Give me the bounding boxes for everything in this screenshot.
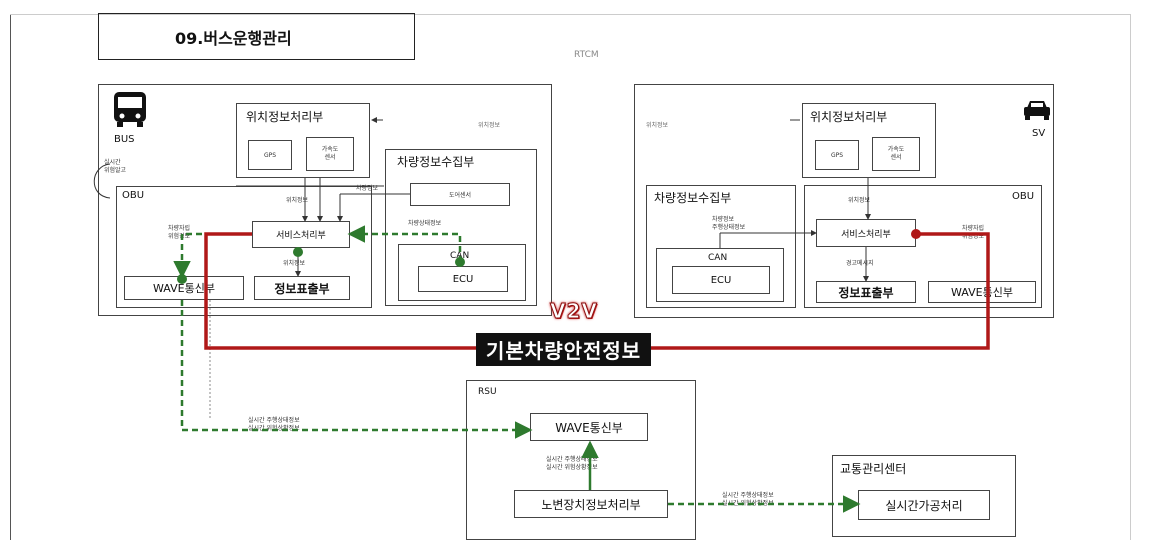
sv-can-label: CAN [708, 253, 728, 263]
sv-link-label-warning: 차량자립 위험경보 [962, 225, 985, 240]
bus-position-unit-label: 위치정보처리부 [246, 110, 324, 124]
sv-service-red-node [911, 229, 921, 239]
bus-link-label-vehicle: 차량정보 [356, 185, 379, 192]
bus-realtime-note: 실시간 위험알고 [104, 159, 127, 174]
frame-top [10, 14, 11, 540]
sv-link-label-position-3: 위치정보 [646, 122, 669, 129]
bus-can-box [398, 244, 526, 301]
sv-link-label-alert: 경고메시지 [846, 260, 874, 267]
bus-service-to-wave-green [173, 232, 252, 279]
sv-position-unit [802, 103, 936, 178]
bus-wave-node [177, 274, 187, 284]
bus-info-display-box: 정보표출부 [254, 276, 350, 300]
v2v-message: 기본차량안전정보 [476, 333, 652, 366]
bus-ecu-node [455, 257, 465, 267]
bus-position-unit [236, 103, 370, 178]
bus-service-node [293, 247, 303, 257]
sv-system-box [634, 84, 1054, 318]
bus-ecu-to-service-green [347, 225, 462, 262]
rsu-roadside-unit-box: 노변장치정보처리부 [514, 490, 668, 518]
sv-wave-comm-box: WAVE통신부 [928, 281, 1036, 303]
sv-vehicle-collect-box [646, 185, 796, 308]
sv-obu-label: OBU [1012, 191, 1035, 202]
v2v-tag: V2V [550, 299, 598, 324]
rtcm-label: RTCM [574, 50, 599, 60]
bus-link-label-warning: 차량자립 위험경보 [168, 225, 191, 240]
rsu-inner-label: 실시간 주행상태정보 실시간 위험상황정보 [546, 456, 598, 471]
bus-label: BUS [114, 134, 135, 145]
page-title: 09.버스운행관리 [98, 13, 415, 60]
bus-rsu-link-label: 실시간 주행상태정보 실시간 위험상황정보 [248, 417, 300, 432]
sv-link-label-position: 위치정보 [848, 197, 871, 204]
frame-left [10, 14, 1130, 15]
bus-link-label-status: 차량상태정보 [408, 220, 442, 227]
frame-right [1130, 14, 1131, 540]
bus-vehicle-collect-label: 차량정보수집부 [397, 155, 475, 169]
bus-accel-sensor-box: 가속도 센서 [306, 137, 354, 171]
bus-door-sensor-box: 도어센서 [410, 183, 510, 206]
bus-obu-label: OBU [122, 190, 145, 201]
bus-system-box [98, 84, 552, 316]
sv-vehicle-collect-label: 차량정보수집부 [654, 191, 732, 205]
bus-link-label-position-3: 위치정보 [478, 122, 501, 129]
traffic-center-label: 교통관리센터 [840, 462, 907, 476]
bus-gps-box: GPS [248, 140, 292, 170]
sv-gps-box: GPS [815, 140, 859, 170]
sv-link-label-vehicle: 차량정보 주행상태정보 [712, 216, 746, 231]
bus-vehicle-collect-box [385, 149, 537, 306]
sv-position-unit-label: 위치정보처리부 [810, 110, 888, 124]
bus-link-label-position-2: 위치정보 [283, 260, 306, 267]
loop-arrow-icon [93, 163, 111, 199]
bus-ecu-box: ECU [418, 266, 508, 292]
bus-wave-to-rsu-green [180, 300, 533, 439]
sv-accel-sensor-box: 가속도 센서 [872, 137, 920, 171]
v2v-red-line [204, 232, 990, 350]
bus-link-label-position: 위치정보 [286, 197, 309, 204]
sv-ecu-box: ECU [672, 266, 770, 294]
sv-can-box [656, 248, 784, 302]
rsu-label: RSU [478, 387, 497, 397]
traffic-center-box [832, 455, 1016, 537]
sv-obu-box [804, 185, 1042, 308]
bus-icon [114, 92, 146, 127]
sv-label: SV [1032, 128, 1046, 139]
car-icon [1024, 101, 1050, 120]
